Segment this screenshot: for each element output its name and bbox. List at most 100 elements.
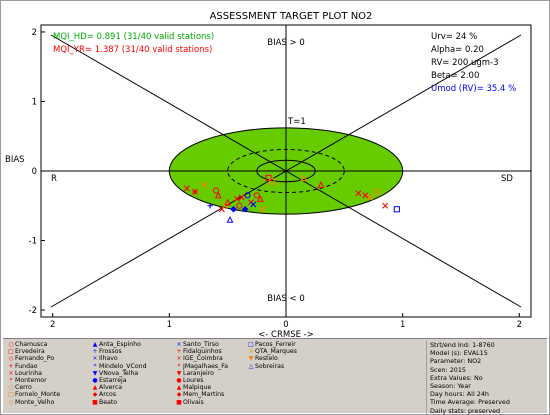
legend-station-name: Malpique [183, 384, 212, 392]
legend-marker-icon: ▼ [92, 369, 98, 377]
bias-positive-label: BIAS > 0 [267, 38, 304, 48]
legend-station-name: Estarreja [99, 376, 127, 384]
legend-item: ○Chamusca [7, 341, 60, 348]
diagonal-line-2 [50, 34, 522, 308]
data-point [224, 198, 232, 206]
legend-station-name: Chamusca [15, 341, 48, 348]
legend-station-name: Mindelo_VCond [99, 362, 147, 370]
legend-item: ×Santo_Tirso [175, 341, 228, 348]
data-point [226, 215, 234, 223]
legend-marker-icon: ■ [176, 398, 182, 406]
data-point [214, 191, 222, 199]
legend-station-name: JMagalhaes_Fa [183, 362, 229, 370]
info-line: Scen: 2015 [430, 365, 467, 374]
legend-item: □Ervedeira [7, 348, 60, 355]
legend-item: ×QTA_Marques [247, 348, 297, 356]
legend-station-name: Fornelo_Monte [15, 391, 61, 399]
legend-item: +Fidalguinhos [175, 348, 228, 355]
legend-station-name: Ervedeira [15, 348, 45, 356]
legend-item: ×Ilhavo [91, 355, 147, 362]
legend-station-name: Olivais [183, 398, 204, 406]
legend-marker-icon: ▼ [248, 355, 254, 363]
data-point [230, 205, 237, 213]
legend-item: +Frossos [91, 348, 147, 355]
legend-station-name: Arcos [99, 391, 117, 399]
legend-station-name: Loures [183, 376, 204, 384]
data-point [268, 178, 276, 185]
y-axis-label: BIAS [5, 155, 25, 165]
r-label: R [51, 174, 57, 184]
legend-marker-icon: ● [92, 376, 98, 384]
data-point [367, 194, 373, 201]
legend-item: *Mindelo_VCond [91, 363, 147, 370]
legend-station-name: Pacos_Ferreir [255, 341, 296, 348]
legend-item: *Montemor [7, 377, 60, 384]
umod-label: Umod (RV)= 35.4 % [431, 84, 516, 94]
legend-item: ×IGE_Coimbra [175, 355, 228, 362]
legend-station-name: Beato [99, 398, 118, 406]
legend-marker-icon: ◆ [176, 391, 182, 399]
legend-item: ▼Restelo [247, 355, 297, 362]
legend-station-name: VNova_Telha [99, 369, 139, 377]
legend-marker-icon: × [92, 355, 98, 363]
legend-marker-icon: + [176, 348, 182, 356]
info-line: Model (s): EVAL15 [430, 349, 488, 358]
info-line: Time Average: Preserved [430, 398, 510, 407]
legend-station-name: Restelo [255, 355, 278, 363]
legend-station-name: Fundao [15, 362, 38, 370]
legend-item: ◇Fernando_Po [7, 355, 60, 362]
beta-label: Beta= 2.00 [431, 71, 479, 81]
legend-column: ×Santo_Tirso+Fidalguinhos×IGE_Coimbra*JM… [175, 341, 228, 406]
legend-station-name: Mem_Martins [183, 391, 225, 399]
legend-item: ■Beato [91, 399, 147, 406]
legend-marker-icon: ○ [8, 384, 14, 392]
y-tick-label: 0 [32, 167, 37, 177]
x-tick-label: 0 [283, 320, 288, 330]
legend-item: ◇Monte_Velho [7, 399, 60, 406]
info-line: Strt/end Ind: 1-8760 [430, 341, 495, 349]
info-line: Season: Year [430, 382, 471, 391]
data-point [183, 185, 190, 192]
legend-marker-icon: × [8, 369, 14, 377]
data-point [300, 174, 307, 182]
chart-title: ASSESSMENT TARGET PLOT NO2 [210, 11, 373, 22]
data-point [201, 181, 208, 188]
legend-column: ○Chamusca□Ervedeira◇Fernando_Po+Fundao×L… [7, 341, 60, 406]
legend-marker-icon: ○ [8, 341, 14, 348]
info-line: Extra Values: No [430, 373, 483, 382]
legend-marker-icon: ◇ [8, 398, 14, 406]
legend-marker-icon: + [92, 348, 98, 356]
legend-marker-icon: ■ [92, 398, 98, 406]
data-point [244, 192, 251, 199]
data-point [234, 195, 240, 202]
mqi-hd-label: MQI_HD= 0.891 (31/40 valid stations) [53, 32, 214, 42]
legend-marker-icon: * [9, 376, 13, 384]
legend-station-name: Fernando_Po [15, 355, 55, 363]
bias-negative-label: BIAS < 0 [267, 294, 304, 304]
legend-item: □Fornelo_Monte [7, 391, 60, 398]
data-point [241, 205, 249, 213]
legend-marker-icon: × [248, 348, 254, 356]
legend-item: +Fundao [7, 363, 60, 370]
legend-station-name: QTA_Marques [255, 348, 297, 356]
legend-station-name: IGE_Coimbra [183, 355, 223, 363]
data-point [212, 187, 220, 194]
x-tick-label: 1 [400, 320, 405, 330]
legend-item: ×Lourinha [7, 370, 60, 377]
x-tick-label: 2 [517, 320, 522, 330]
legend-marker-icon: ▲ [92, 384, 98, 392]
legend-station-name: Cerro [15, 384, 32, 392]
legend-item: ●Loures [175, 377, 228, 384]
legend-station-name: Monte_Velho [15, 398, 55, 406]
legend-item: ●Estarreja [91, 377, 147, 384]
legend-marker-icon: ▲ [176, 384, 182, 392]
data-point [317, 181, 325, 189]
urv-label: Urv= 24 % [431, 32, 477, 42]
legend-marker-icon: ◇ [8, 355, 14, 363]
legend-marker-icon: * [93, 362, 97, 370]
legend-marker-icon: □ [8, 391, 14, 399]
legend-marker-icon: × [176, 355, 182, 363]
